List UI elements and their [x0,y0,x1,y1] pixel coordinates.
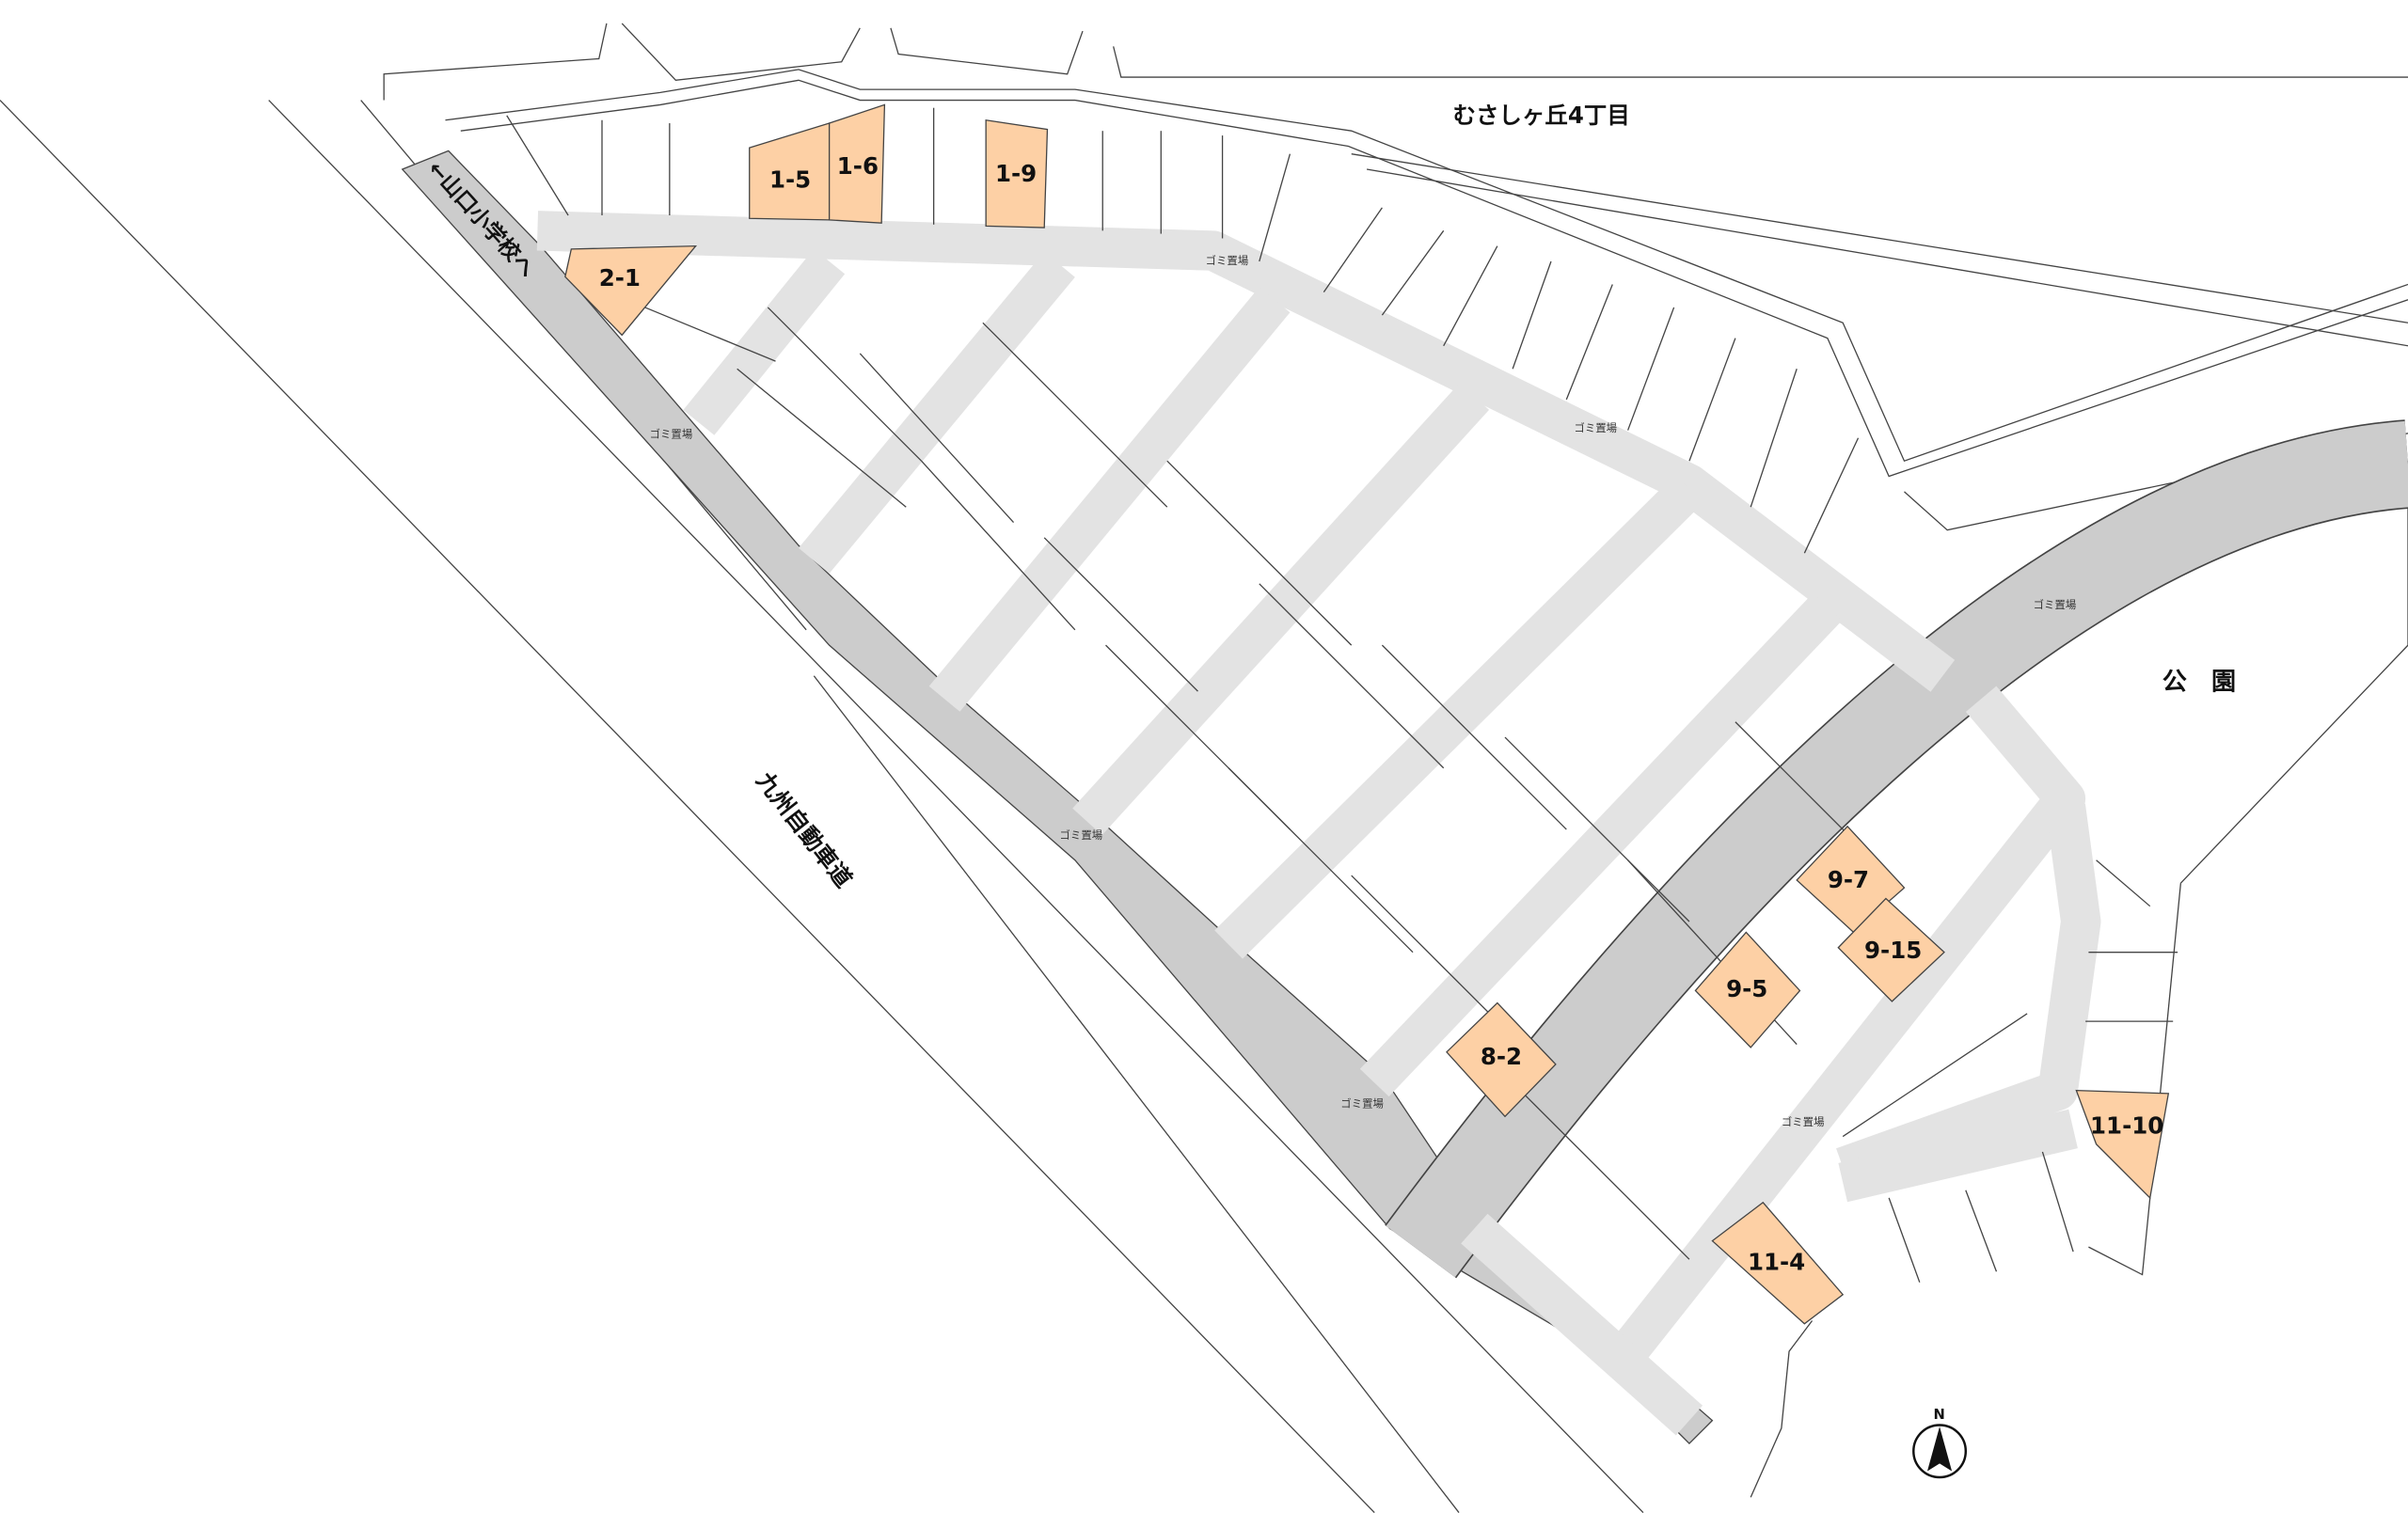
lot-8-2[interactable]: 8-2 [1446,1001,1557,1118]
lot-label: 9-15 [1864,937,1922,964]
garbage-label: ゴミ置場 [2034,598,2077,611]
school-direction-label: ←山口小学校へ [422,156,540,282]
garbage-label: ゴミ置場 [1574,421,1617,434]
lot-9-5[interactable]: 9-5 [1694,931,1801,1048]
main-road-west [401,150,1714,1445]
lot-label: 1-9 [995,160,1037,187]
lot-label: 9-5 [1726,975,1767,1002]
lot-2-1[interactable]: 2-1 [564,244,698,337]
lot-label: 11-10 [2090,1111,2163,1139]
neighborhood-label: むさしヶ丘4丁目 [1452,102,1629,129]
lot-label: 1-5 [769,166,811,194]
lot-1-5[interactable]: 1-5 [749,122,831,221]
lot-9-7[interactable]: 9-7 [1796,825,1906,934]
lot-label: 1-6 [837,152,879,180]
garbage-label: ゴミ置場 [1060,828,1103,842]
lot-1-6[interactable]: 1-6 [828,103,886,224]
garbage-label: ゴミ置場 [1340,1097,1384,1111]
lot-11-10[interactable]: 11-10 [2075,1089,2170,1200]
expressway-label: 九州自動車道 [751,766,858,893]
garbage-points: ゴミ置場 ゴミ置場 ゴミ置場 ゴミ置場 ゴミ置場 ゴミ置場 ゴミ置場 [650,254,2077,1128]
north-arrow-icon: N [1912,1407,1968,1479]
local-roads [536,211,2101,1436]
lot-label: 2-1 [599,264,641,292]
lot-label: 9-7 [1828,866,1869,893]
lot-11-4[interactable]: 11-4 [1711,1201,1845,1325]
garbage-label: ゴミ置場 [1782,1115,1825,1128]
svg-text:N: N [1934,1407,1945,1423]
lot-label: 8-2 [1481,1043,1522,1070]
lot-1-9[interactable]: 1-9 [985,119,1049,229]
lot-dividers [506,107,2178,1283]
park-label: 公 園 [2162,668,2236,696]
garbage-label: ゴミ置場 [650,428,693,441]
highlighted-lots: 1-5 1-6 1-9 2-1 9-7 9-15 9-5 8-2 11-10 1… [564,103,2170,1325]
lot-9-15[interactable]: 9-15 [1837,897,1945,1002]
lot-label: 11-4 [1748,1249,1805,1276]
boundary-lines [0,23,2408,1513]
garbage-label: ゴミ置場 [1206,254,1249,267]
